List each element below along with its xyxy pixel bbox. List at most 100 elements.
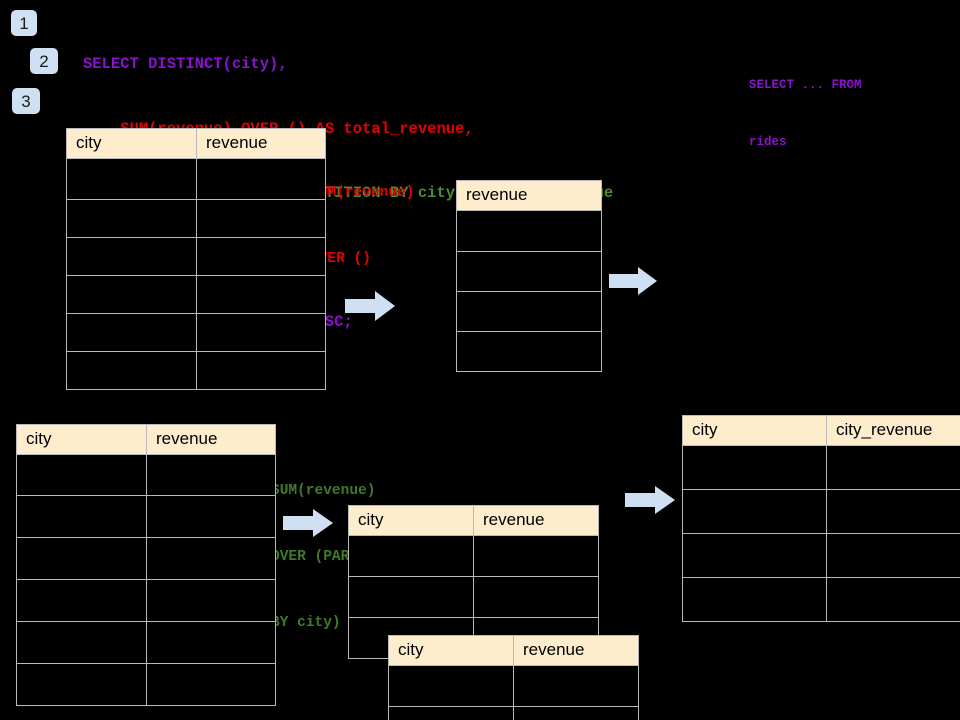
table-row xyxy=(348,535,599,577)
table-final-result: city city_revenue xyxy=(682,415,960,622)
cell-revenue xyxy=(196,313,326,352)
table-row xyxy=(16,579,276,622)
step-badge-2-label: 2 xyxy=(39,51,49,71)
table-row xyxy=(16,537,276,580)
table-total-revenue-result: revenue xyxy=(456,180,602,372)
cell-revenue xyxy=(456,331,602,372)
cell-revenue xyxy=(196,158,326,200)
cell-revenue xyxy=(473,535,599,577)
cell-city xyxy=(16,537,147,580)
step-badge-3: 3 xyxy=(12,88,40,114)
arrow-partition-to-final xyxy=(625,486,675,514)
annotation-city-revenue: SUM(revenue) OVER (PARTITION BY city) xyxy=(271,436,402,678)
column-header-city: city xyxy=(388,635,514,666)
table-row xyxy=(682,533,960,578)
cell-revenue xyxy=(513,706,639,720)
sql-line-select: SELECT DISTINCT(city), xyxy=(83,55,288,73)
table-row xyxy=(16,621,276,664)
table-row xyxy=(388,706,639,720)
cell-city xyxy=(66,275,197,314)
select-from-rides-note-line1: SELECT ... FROM xyxy=(749,78,862,92)
annotation-city-revenue-line1: SUM(revenue) xyxy=(271,483,376,499)
cell-revenue xyxy=(473,576,599,618)
column-header-revenue: revenue xyxy=(473,505,599,536)
table-row xyxy=(16,663,276,706)
table-header-row: city revenue xyxy=(388,635,639,666)
cell-revenue xyxy=(196,351,326,390)
column-header-revenue: revenue xyxy=(196,128,326,159)
column-header-revenue: revenue xyxy=(146,424,276,455)
column-header-city-revenue: city_revenue xyxy=(826,415,960,446)
column-header-city: city xyxy=(348,505,474,536)
cell-revenue xyxy=(196,237,326,276)
cell-city xyxy=(682,533,827,578)
cell-revenue xyxy=(513,665,639,707)
table-header-row: revenue xyxy=(456,180,602,211)
table-header-row: city city_revenue xyxy=(682,415,960,446)
arrow-source-to-partition xyxy=(283,509,333,537)
cell-city-revenue xyxy=(826,577,960,622)
column-header-revenue: revenue xyxy=(513,635,639,666)
table-header-row: city revenue xyxy=(66,128,326,159)
table-source-bottom: city revenue xyxy=(16,424,276,706)
table-row xyxy=(682,577,960,622)
cell-city xyxy=(348,535,474,577)
table-row xyxy=(348,576,599,618)
cell-city xyxy=(16,621,147,664)
table-row xyxy=(66,313,326,352)
cell-revenue xyxy=(146,495,276,538)
table-source-top: city revenue xyxy=(66,128,326,390)
table-row xyxy=(388,665,639,707)
cell-city xyxy=(66,237,197,276)
cell-revenue xyxy=(456,291,602,332)
cell-city xyxy=(16,495,147,538)
table-row xyxy=(66,237,326,276)
cell-revenue xyxy=(456,251,602,292)
table-header-row: city revenue xyxy=(348,505,599,536)
table-row xyxy=(456,210,602,252)
cell-city xyxy=(682,445,827,490)
cell-city xyxy=(66,351,197,390)
table-row xyxy=(66,199,326,238)
column-header-city: city xyxy=(16,424,147,455)
cell-city xyxy=(16,579,147,622)
cell-revenue xyxy=(146,537,276,580)
cell-revenue xyxy=(196,275,326,314)
cell-city xyxy=(682,577,827,622)
table-row xyxy=(456,291,602,332)
cell-city xyxy=(16,454,147,496)
cell-city xyxy=(66,199,197,238)
cell-city xyxy=(348,576,474,618)
table-row xyxy=(66,158,326,200)
step-badge-1: 1 xyxy=(11,10,37,36)
column-header-city: city xyxy=(682,415,827,446)
select-from-rides-note: SELECT ... FROM rides xyxy=(749,38,862,190)
table-header-row: city revenue xyxy=(16,424,276,455)
annotation-total-revenue-line1: SUM(revenue) xyxy=(310,185,415,201)
cell-revenue xyxy=(146,621,276,664)
cell-revenue xyxy=(196,199,326,238)
table-row xyxy=(682,445,960,490)
cell-city xyxy=(16,663,147,706)
cell-revenue xyxy=(146,579,276,622)
table-row xyxy=(456,251,602,292)
cell-city-revenue xyxy=(826,533,960,578)
table-row xyxy=(682,489,960,534)
column-header-city: city xyxy=(66,128,197,159)
column-header-revenue: revenue xyxy=(456,180,602,211)
table-row xyxy=(66,275,326,314)
cell-city-revenue xyxy=(826,445,960,490)
arrow-total-to-final xyxy=(609,267,657,295)
table-row xyxy=(16,454,276,496)
table-partition-front: city revenue xyxy=(388,635,639,720)
cell-city xyxy=(66,158,197,200)
cell-city xyxy=(388,706,514,720)
cell-revenue xyxy=(456,210,602,252)
cell-city-revenue xyxy=(826,489,960,534)
table-row xyxy=(16,495,276,538)
step-badge-3-label: 3 xyxy=(21,91,31,111)
step-badge-2: 2 xyxy=(30,48,58,74)
cell-city xyxy=(66,313,197,352)
step-badge-1-label: 1 xyxy=(19,13,29,33)
arrow-source-to-total xyxy=(345,291,395,321)
